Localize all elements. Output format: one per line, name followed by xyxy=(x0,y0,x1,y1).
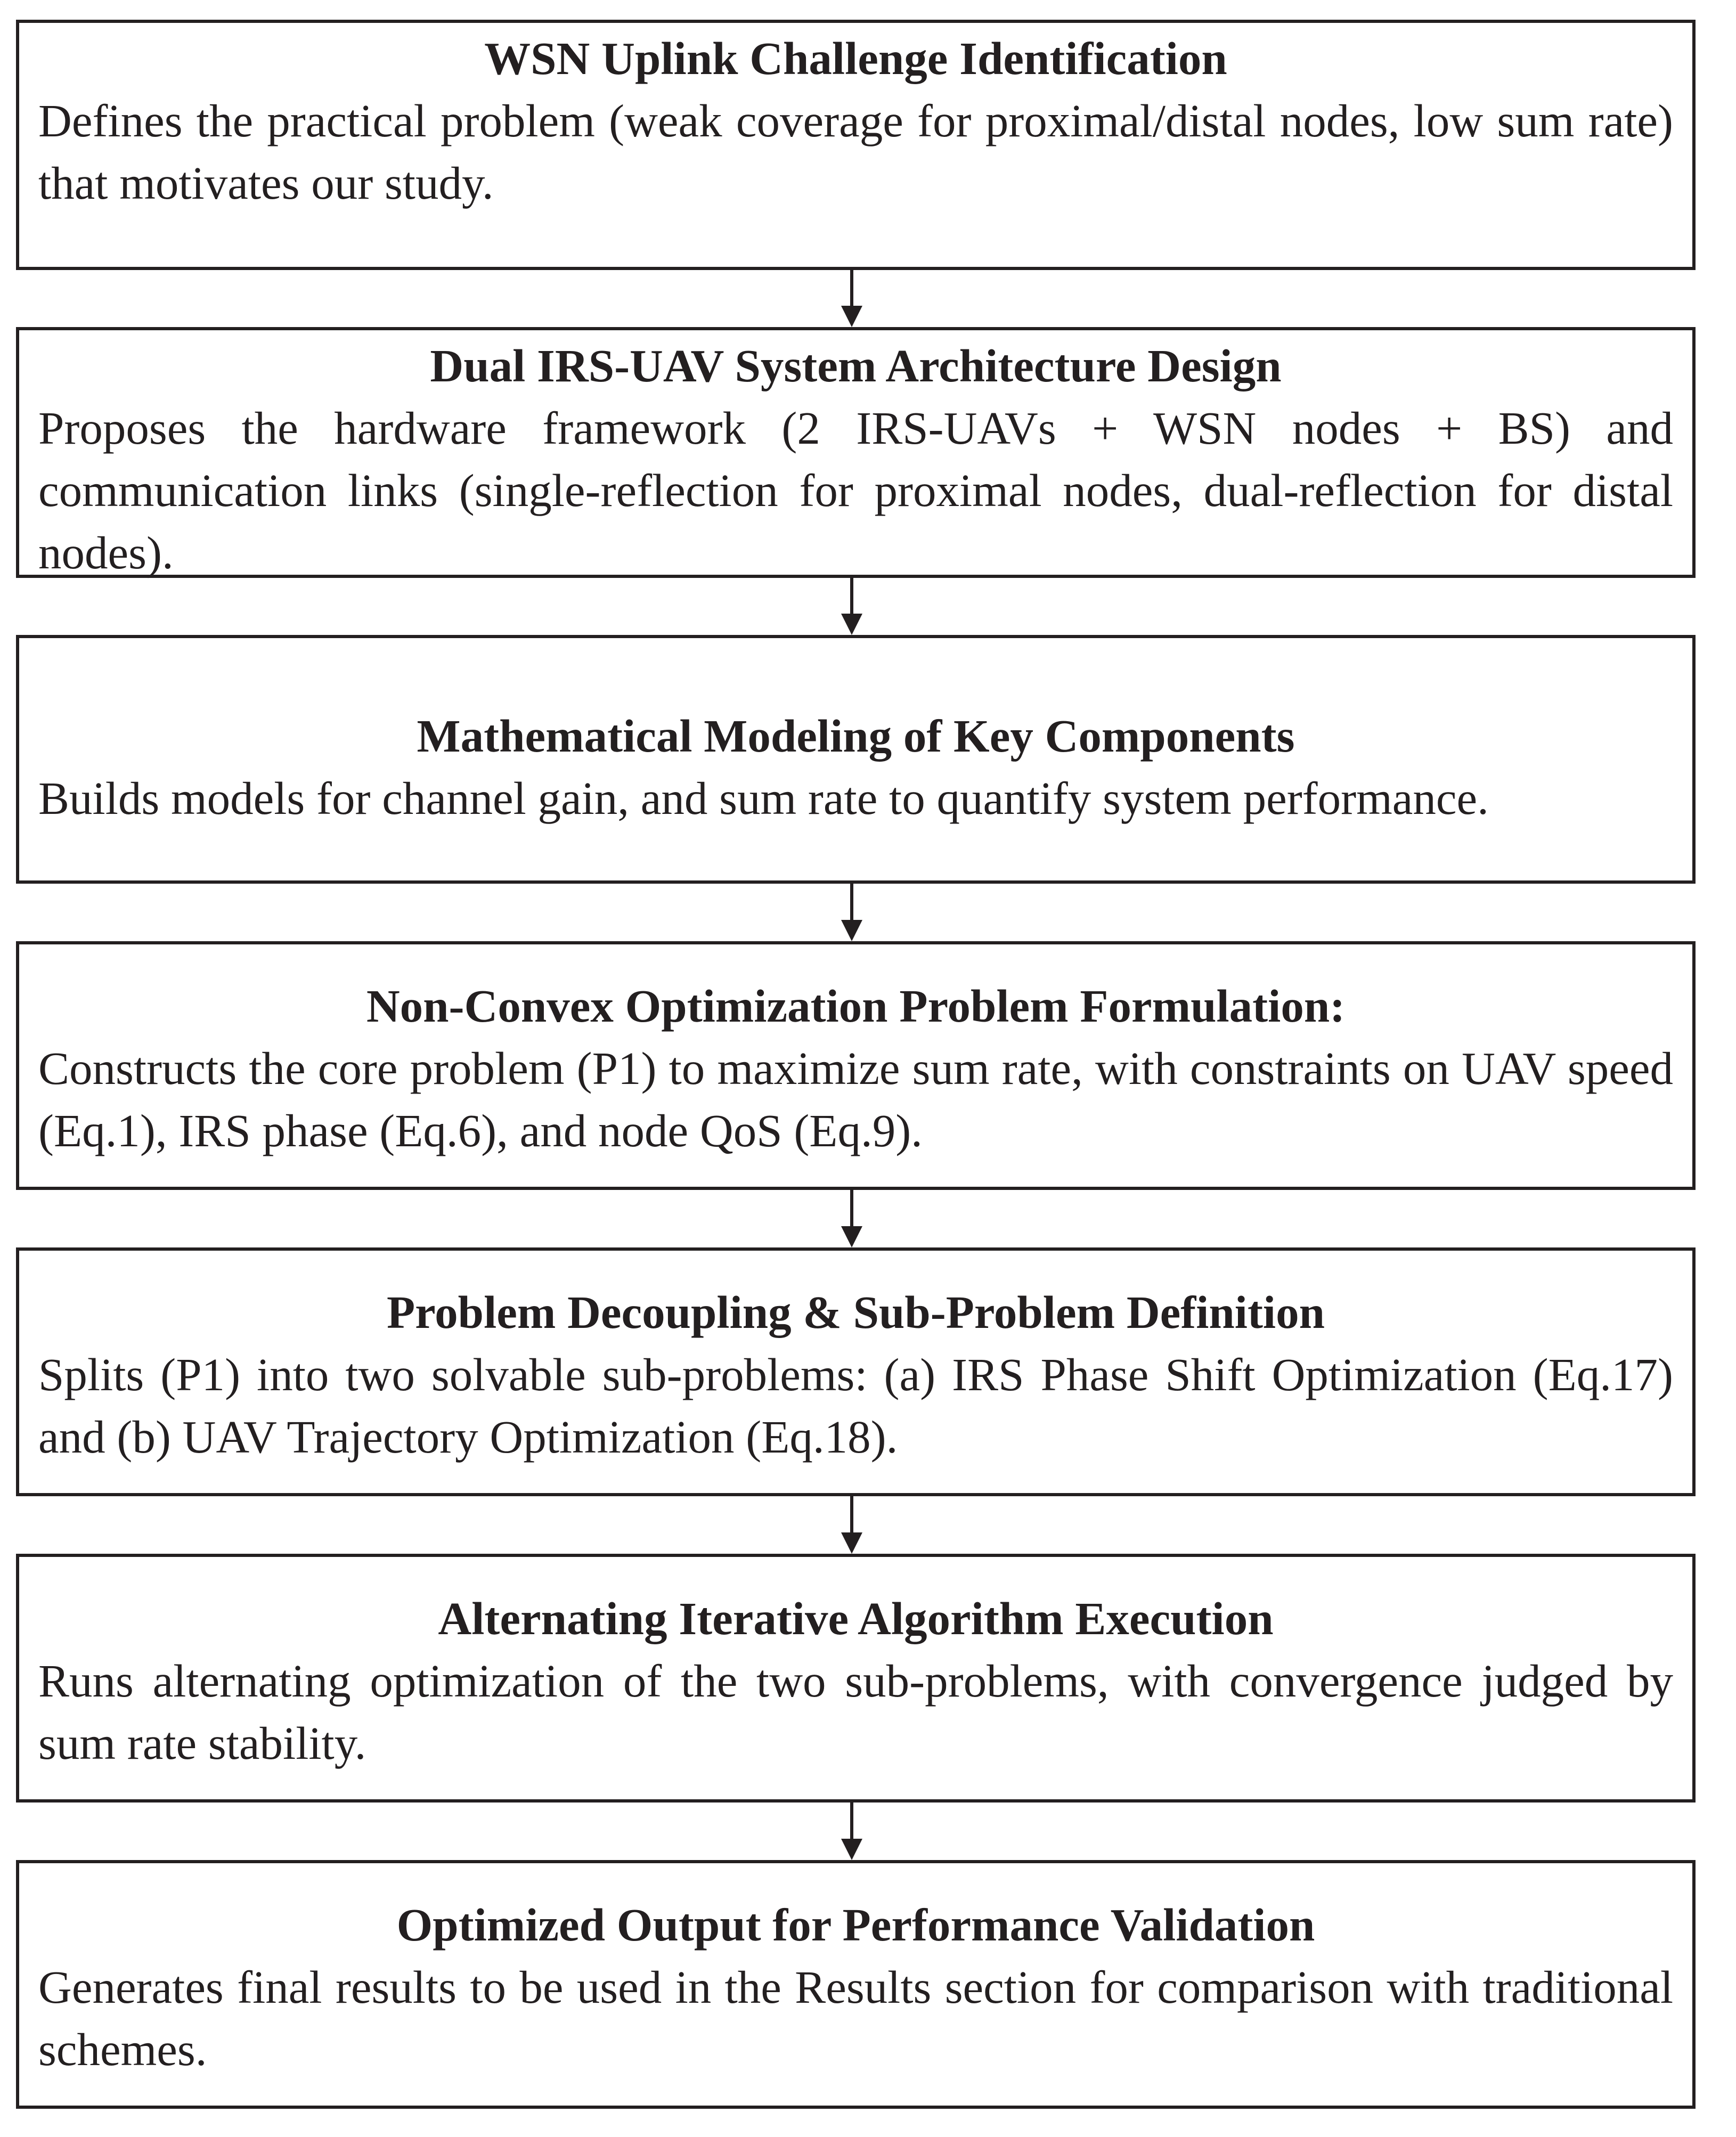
step-description: Defines the practical problem (weak cove… xyxy=(38,95,1673,209)
step-description: Proposes the hardware framework (2 IRS-U… xyxy=(38,402,1673,578)
step-title: Non-Convex Optimization Problem Formulat… xyxy=(366,980,1346,1032)
step-title: WSN Uplink Challenge Identification xyxy=(484,32,1227,84)
step-box-architecture-design: Dual IRS-UAV System Architecture Design … xyxy=(16,327,1696,578)
step-box-problem-formulation: Non-Convex Optimization Problem Formulat… xyxy=(16,941,1696,1190)
step-box-challenge-identification: WSN Uplink Challenge Identification Defi… xyxy=(16,20,1696,270)
flow-arrow xyxy=(841,1496,862,1554)
flow-arrow xyxy=(841,270,862,327)
step-box-iterative-algorithm: Alternating Iterative Algorithm Executio… xyxy=(16,1554,1696,1802)
step-title: Alternating Iterative Algorithm Executio… xyxy=(438,1593,1274,1644)
flow-arrow xyxy=(841,1802,862,1860)
step-description: Runs alternating optimization of the two… xyxy=(38,1655,1673,1769)
step-description: Generates final results to be used in th… xyxy=(38,1961,1673,2075)
step-description: Constructs the core problem (P1) to maxi… xyxy=(38,1042,1673,1156)
flow-arrow xyxy=(841,1190,862,1247)
step-description: Splits (P1) into two solvable sub-proble… xyxy=(38,1349,1673,1463)
step-title: Dual IRS-UAV System Architecture Design xyxy=(430,340,1282,391)
step-box-optimized-output: Optimized Output for Performance Validat… xyxy=(16,1860,1696,2109)
step-box-mathematical-modeling: Mathematical Modeling of Key Components … xyxy=(16,635,1696,884)
flow-arrow xyxy=(841,578,862,635)
flow-arrow xyxy=(841,884,862,941)
step-title: Problem Decoupling & Sub-Problem Definit… xyxy=(387,1286,1325,1338)
step-box-problem-decoupling: Problem Decoupling & Sub-Problem Definit… xyxy=(16,1247,1696,1496)
step-title: Optimized Output for Performance Validat… xyxy=(396,1899,1315,1951)
step-title: Mathematical Modeling of Key Components xyxy=(417,710,1295,762)
step-description: Builds models for channel gain, and sum … xyxy=(38,772,1489,824)
